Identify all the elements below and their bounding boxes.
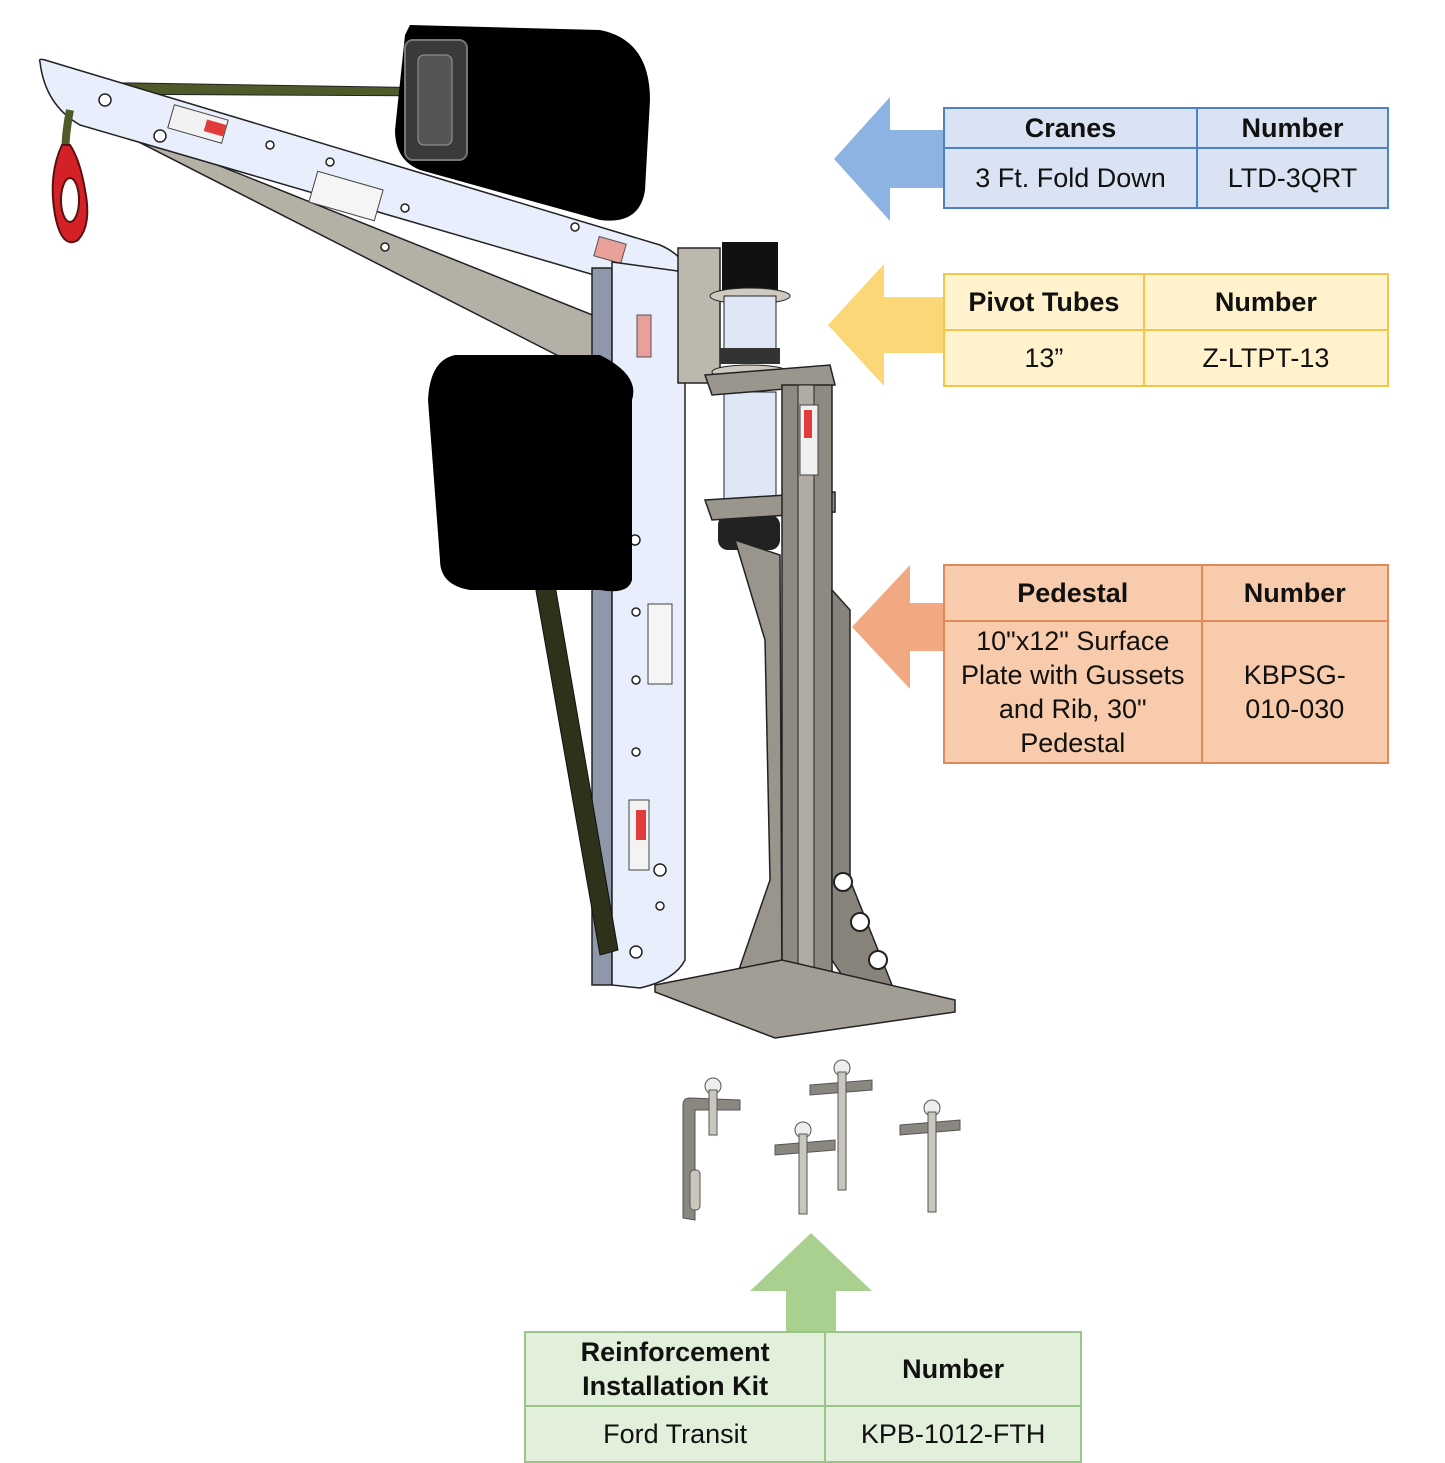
number-header: Number [1200,564,1390,622]
boom-warning-label [308,170,384,222]
table-row: Ford Transit KPB-1012-FTH [523,1405,1082,1463]
pivot-tubes-header: Pivot Tubes [943,273,1145,331]
lower-winch-icon [428,355,634,592]
pivot-tubes [709,242,791,550]
mast-warning-label [647,603,673,685]
number-header: Number [1142,273,1390,331]
number-header: Number [1196,107,1389,149]
pedestal-arrow-icon [852,565,946,689]
table-row: 10"x12" Surface Plate with Gussets and R… [943,620,1390,764]
cranes-header: Cranes [942,107,1199,149]
cranes-table: Cranes Number 3 Ft. Fold Down LTD-3QRT [942,107,1389,209]
surface-plate [654,959,956,1039]
number-header: Number [824,1331,1082,1407]
table-header-row: Reinforcement Installation Kit Number [523,1331,1082,1407]
mast-bolts [629,534,667,959]
kit-part-number: KPB-1012-FTH [824,1405,1082,1463]
reinforcement-kit-table: Reinforcement Installation Kit Number Fo… [523,1331,1082,1463]
pivot-tube-size: 13” [943,329,1145,387]
table-row: 13” Z-LTPT-13 [943,329,1390,387]
pedestal-table: Pedestal Number 10"x12" Surface Plate wi… [943,564,1390,764]
cranes-arrow-icon [834,97,946,221]
crane-part-number: LTD-3QRT [1196,147,1389,209]
reinforcement-kit-header: Reinforcement Installation Kit [523,1331,827,1407]
pivot-tubes-table: Pivot Tubes Number 13” Z-LTPT-13 [943,273,1390,387]
pedestal-part-number: KBPSG-010-030 [1200,620,1390,764]
hook-icon [51,109,89,244]
reinforcement-kit-hardware [682,1059,961,1221]
crane-model: 3 Ft. Fold Down [942,147,1199,209]
reinforcement-kit-arrow-icon [750,1233,872,1333]
vehicle-model: Ford Transit [523,1405,827,1463]
pedestal-header: Pedestal [943,564,1203,622]
flag-decal [593,235,627,265]
boom-logo-decal [203,119,227,137]
pivot-tube-part-number: Z-LTPT-13 [1142,329,1390,387]
pivot-tubes-arrow-icon [828,264,946,386]
pedestal-description: 10"x12" Surface Plate with Gussets and R… [943,620,1203,764]
mast-logo-mark [636,810,646,840]
table-header-row: Pedestal Number [943,564,1390,622]
boom-bolts [98,93,667,289]
table-header-row: Cranes Number [942,107,1389,149]
upper-winch-icon [395,25,650,221]
pivot-bracket [677,247,721,384]
table-header-row: Pivot Tubes Number [943,273,1390,331]
table-row: 3 Ft. Fold Down LTD-3QRT [942,147,1389,209]
mast-flag-decal [636,314,652,358]
